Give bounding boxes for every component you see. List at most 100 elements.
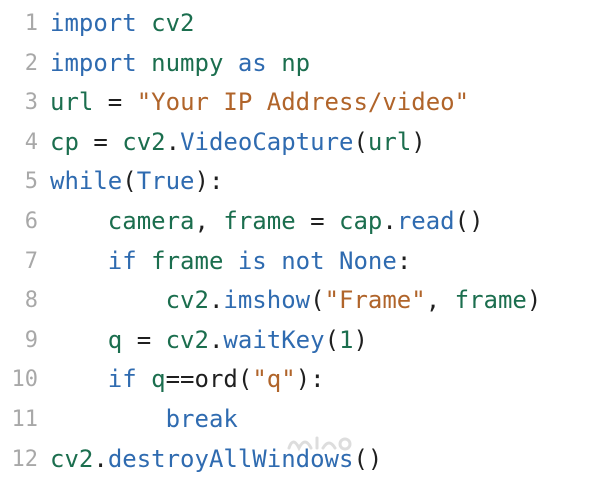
code-token: ) [353, 325, 368, 354]
code-token: ( [237, 365, 253, 394]
code-line: 6 camera, frame = cap.read() [0, 202, 598, 242]
code-token: ( [324, 325, 340, 354]
code-text: cv2.destroyAllWindows() [50, 440, 382, 480]
code-token [137, 247, 151, 275]
line-number: 9 [24, 327, 38, 353]
code-token: np [281, 48, 311, 77]
line-number: 11 [11, 407, 39, 432]
code-text: q = cv2.waitKey(1) [50, 321, 368, 361]
code-token: . [382, 207, 397, 235]
line-number: 2 [24, 50, 38, 76]
code-token [223, 49, 237, 77]
code-line: 3 url = "Your IP Address/video" [0, 83, 598, 123]
code-token [50, 247, 108, 275]
code-line: 10 if q==ord("q"): [0, 360, 598, 400]
code-token: "q" [252, 365, 296, 394]
code-token: waitKey [223, 325, 325, 354]
code-token: if [107, 365, 137, 394]
code-token: camera [107, 207, 195, 235]
code-token: . [208, 286, 224, 315]
code-token [137, 365, 151, 393]
code-text: import numpy as np [50, 44, 310, 84]
code-line: 11 break [0, 400, 598, 440]
code-token [325, 247, 339, 275]
code-token: frame [223, 207, 296, 235]
code-token: ): [194, 167, 224, 196]
code-token: = [93, 88, 137, 117]
code-token: numpy [151, 48, 224, 77]
code-token: frame [151, 246, 224, 275]
code-token: q [107, 325, 123, 354]
code-token [50, 207, 108, 235]
code-token: : [396, 246, 412, 275]
code-token: "Your IP Address/video" [136, 88, 470, 117]
code-token [267, 49, 281, 77]
code-token [50, 286, 166, 314]
code-text: if q==ord("q"): [50, 360, 325, 400]
code-token: . [208, 325, 224, 354]
code-token: read [396, 207, 455, 235]
line-number: 8 [24, 288, 38, 314]
line-number: 5 [24, 169, 38, 195]
code-line: 1 import cv2 [0, 4, 598, 44]
code-token: cap [339, 207, 383, 235]
code-text: cp = cv2.VideoCapture(url) [50, 123, 426, 163]
code-token: if [107, 246, 137, 275]
line-number: 12 [11, 446, 39, 472]
code-token: url [367, 127, 412, 156]
code-token [137, 9, 151, 37]
code-line: 5 while(True): [0, 162, 598, 202]
code-token: cp [50, 127, 79, 156]
code-token: ( [122, 167, 137, 196]
code-token: cv2 [151, 9, 195, 37]
code-token: import [50, 48, 137, 77]
code-token [223, 247, 237, 275]
code-token: as [237, 48, 267, 77]
code-line: 9 q = cv2.waitKey(1) [0, 321, 598, 361]
code-token: , [425, 286, 455, 315]
code-text: break [50, 400, 238, 440]
code-line: 4 cp = cv2.VideoCapture(url) [0, 123, 598, 163]
code-token: VideoCapture [180, 127, 354, 156]
code-text: url = "Your IP Address/video" [50, 83, 469, 123]
line-number: 3 [24, 90, 38, 116]
code-line: 2 import numpy as np [0, 44, 598, 84]
code-token: . [93, 444, 108, 473]
code-token: . [165, 127, 181, 156]
code-token: cv2 [50, 444, 94, 473]
code-token: is [237, 246, 267, 275]
code-token [137, 49, 151, 77]
code-token: q [151, 365, 166, 394]
code-token: break [165, 405, 238, 433]
code-token: "Frame" [324, 286, 426, 315]
line-number: 7 [24, 248, 38, 274]
code-token: = [122, 325, 166, 354]
code-token: ) [411, 127, 426, 156]
code-text: camera, frame = cap.read() [50, 202, 484, 242]
code-token: ord [194, 365, 238, 394]
code-token: frame [454, 286, 527, 315]
code-line: 12 cv2.destroyAllWindows() [0, 440, 598, 480]
code-token: not [281, 246, 325, 275]
code-token: () [454, 207, 484, 235]
code-token: == [165, 365, 195, 394]
code-token: ) [526, 286, 542, 315]
line-number: 1 [24, 11, 38, 36]
code-token: () [353, 444, 383, 473]
code-token: import [50, 9, 137, 37]
code-token: = [295, 207, 340, 235]
code-text: if frame is not None: [50, 242, 411, 282]
code-token [50, 365, 108, 393]
code-token: url [50, 88, 94, 117]
code-token: while [50, 167, 123, 196]
code-token: True [136, 167, 195, 196]
code-token [50, 405, 166, 433]
code-token: None [339, 246, 397, 275]
code-token [50, 326, 108, 354]
line-number: 4 [24, 129, 38, 155]
code-text: while(True): [50, 162, 223, 202]
code-token: cv2 [165, 325, 209, 354]
code-line: 7 if frame is not None: [0, 242, 598, 282]
code-token: cv2 [165, 286, 209, 315]
